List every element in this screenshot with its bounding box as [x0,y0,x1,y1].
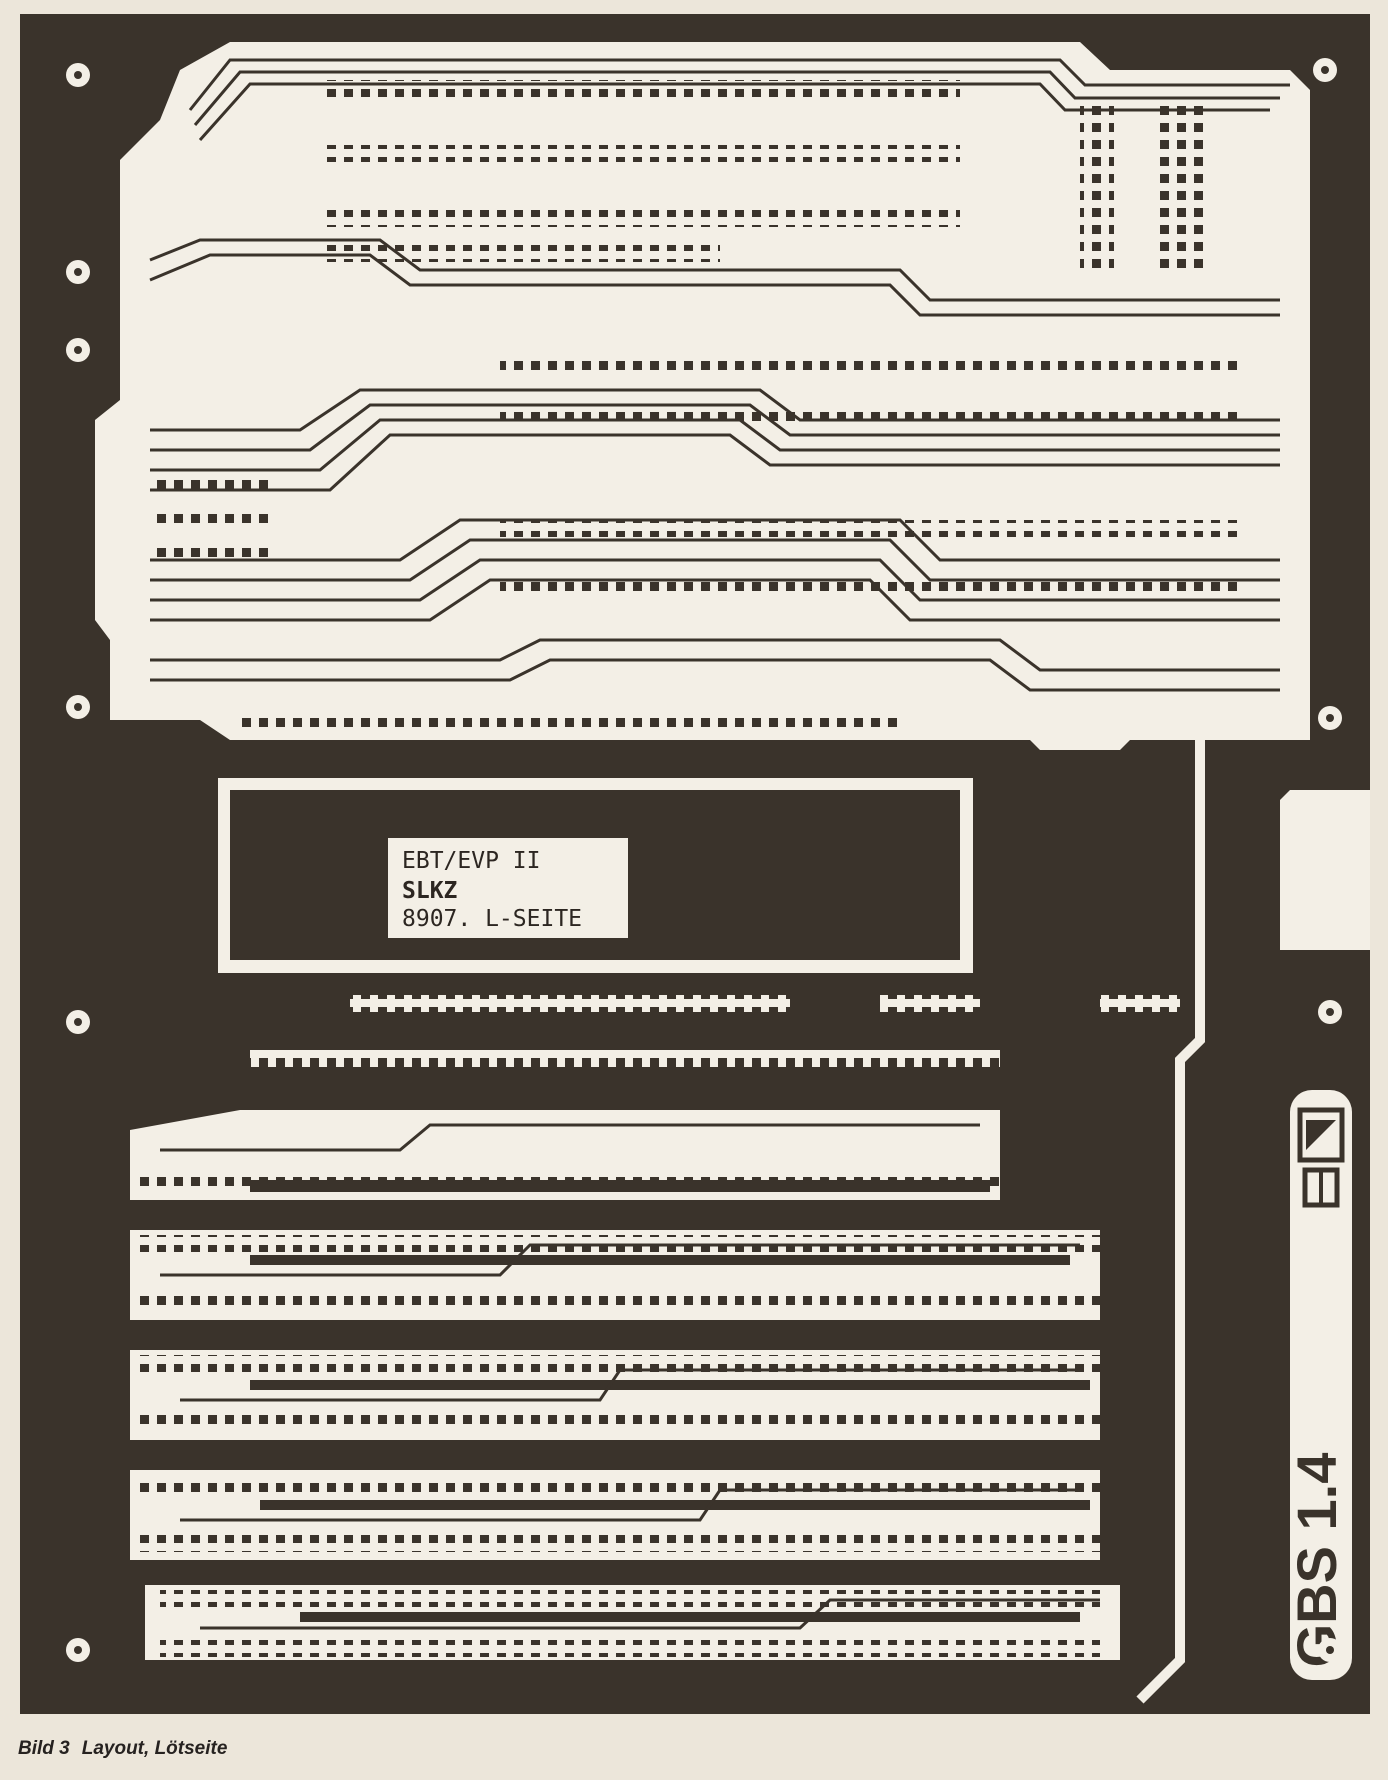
mounting-holes [66,58,1342,1662]
mounting-hole-icon [1313,58,1337,82]
lower-traces [160,1123,1100,1630]
mounting-hole-icon [66,338,90,362]
manufacturer-logo-icon [1297,1107,1345,1208]
mounting-hole-icon [66,63,90,87]
board-label-line3: 8907. L-SEITE [402,906,582,932]
right-bus-trace [1136,740,1205,1704]
mounting-hole-icon [66,260,90,284]
mounting-hole-icon [66,695,90,719]
upper-traces [149,58,1290,692]
board-version: GBS 1.4 [1285,1453,1348,1668]
version-plate: GBS 1.4 [1285,1090,1352,1680]
board-label-line1: EBT/EVP II [402,848,540,874]
mounting-hole-icon [1318,706,1342,730]
right-notch [1280,790,1370,950]
upper-pad-rows [150,80,1240,732]
lower-copper-bands [250,1180,1090,1622]
caption-text: Layout, Lötseite [81,1738,228,1759]
mounting-hole-icon [1318,1000,1342,1024]
mounting-hole-icon [66,1638,90,1662]
board-label-line2: SLKZ [402,878,458,904]
caption-number: Bild 3 [18,1738,70,1759]
mounting-hole-icon [1318,1638,1342,1662]
ic-pad-rows [250,995,1180,1067]
board-label: EBT/EVP II SLKZ 8907. L-SEITE [388,838,628,938]
mounting-hole-icon [66,1010,90,1034]
figure-caption: Bild 3 Layout, Lötseite [18,1738,227,1760]
